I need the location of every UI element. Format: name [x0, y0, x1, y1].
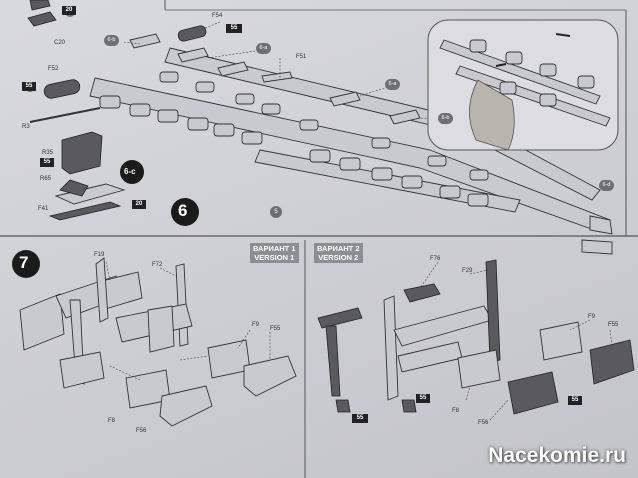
version1-leader-lines	[105, 261, 271, 381]
part-label-f41: F41	[38, 206, 49, 212]
quantity-badge: 20	[132, 200, 146, 209]
wheel-hub-row	[99, 71, 489, 207]
part-label-f55-v2: F55	[608, 322, 619, 328]
arrow-right-icon	[495, 63, 507, 67]
step-7-number: 7	[19, 253, 29, 272]
version2-assembly-drawing	[317, 259, 635, 415]
part-label-chassis: 5	[270, 206, 282, 218]
site-watermark: Nacekomie.ru	[488, 444, 626, 467]
version1-assembly-drawing	[19, 257, 297, 427]
quantity-badge: 55	[352, 414, 368, 423]
variant2-header: ВАРИАНТ 2 VERSION 2	[314, 243, 363, 263]
step-6-number: 6	[178, 201, 188, 220]
part-label-f8-v2: F8	[452, 408, 460, 414]
arrow-left-icon	[555, 33, 571, 37]
sub-step-tag: 6-d	[599, 180, 614, 191]
quantity-badge: 20	[62, 6, 76, 15]
part-label-f29: F29	[462, 268, 473, 274]
quantity-badge: 55	[22, 82, 36, 91]
quantity-badge: 55	[568, 396, 582, 405]
sub-step-tag: 6-a	[256, 43, 271, 54]
part-label-f54: F54	[212, 13, 223, 19]
version2-leader-lines	[419, 261, 613, 421]
part-label-f76: F76	[430, 256, 441, 262]
step-6-badge	[171, 198, 199, 226]
part-label-f19: F19	[94, 252, 105, 258]
sub-step-6c-badge	[120, 160, 144, 184]
inset-detail	[427, 19, 619, 151]
part-label-f72: F72	[152, 262, 163, 268]
part-label-f9-v2: F9	[588, 314, 596, 320]
sub-step-tag: 6-b	[438, 113, 453, 124]
part-label-c20: C20	[54, 40, 66, 46]
variant1-title: ВАРИАНТ 1	[253, 244, 296, 253]
part-label-r3: R3	[22, 124, 30, 130]
quantity-badge: 55	[226, 24, 242, 33]
part-label-f51: F51	[296, 54, 307, 60]
step-7-badge	[12, 250, 40, 278]
variant1-header: ВАРИАНТ 1 VERSION 1	[250, 243, 299, 263]
part-label-f56-v2: F56	[478, 420, 489, 426]
part-label-f55: F55	[270, 326, 281, 332]
part-label-r65: R65	[40, 176, 52, 182]
part-label-f8: F8	[108, 418, 116, 424]
r35-part-drawing	[48, 131, 126, 221]
part-label-f56: F56	[136, 428, 147, 434]
part-label-f52: F52	[48, 66, 59, 72]
part-label-f9: F9	[252, 322, 260, 328]
variant1-subtitle: VERSION 1	[254, 253, 295, 262]
quantity-badge: 55	[40, 158, 54, 167]
sub-step-tag: 6-b	[104, 35, 119, 46]
quantity-badge: 55	[416, 394, 430, 403]
sub-step-tag: 6-a	[385, 79, 400, 90]
variant2-title: ВАРИАНТ 2	[317, 244, 360, 253]
part-label-r35: R35	[42, 150, 54, 156]
sub-step-label-6c: 6-c	[124, 167, 136, 176]
hand-illustration	[469, 79, 515, 151]
variant2-subtitle: VERSION 2	[318, 253, 359, 262]
f52-part-drawing	[26, 79, 101, 123]
